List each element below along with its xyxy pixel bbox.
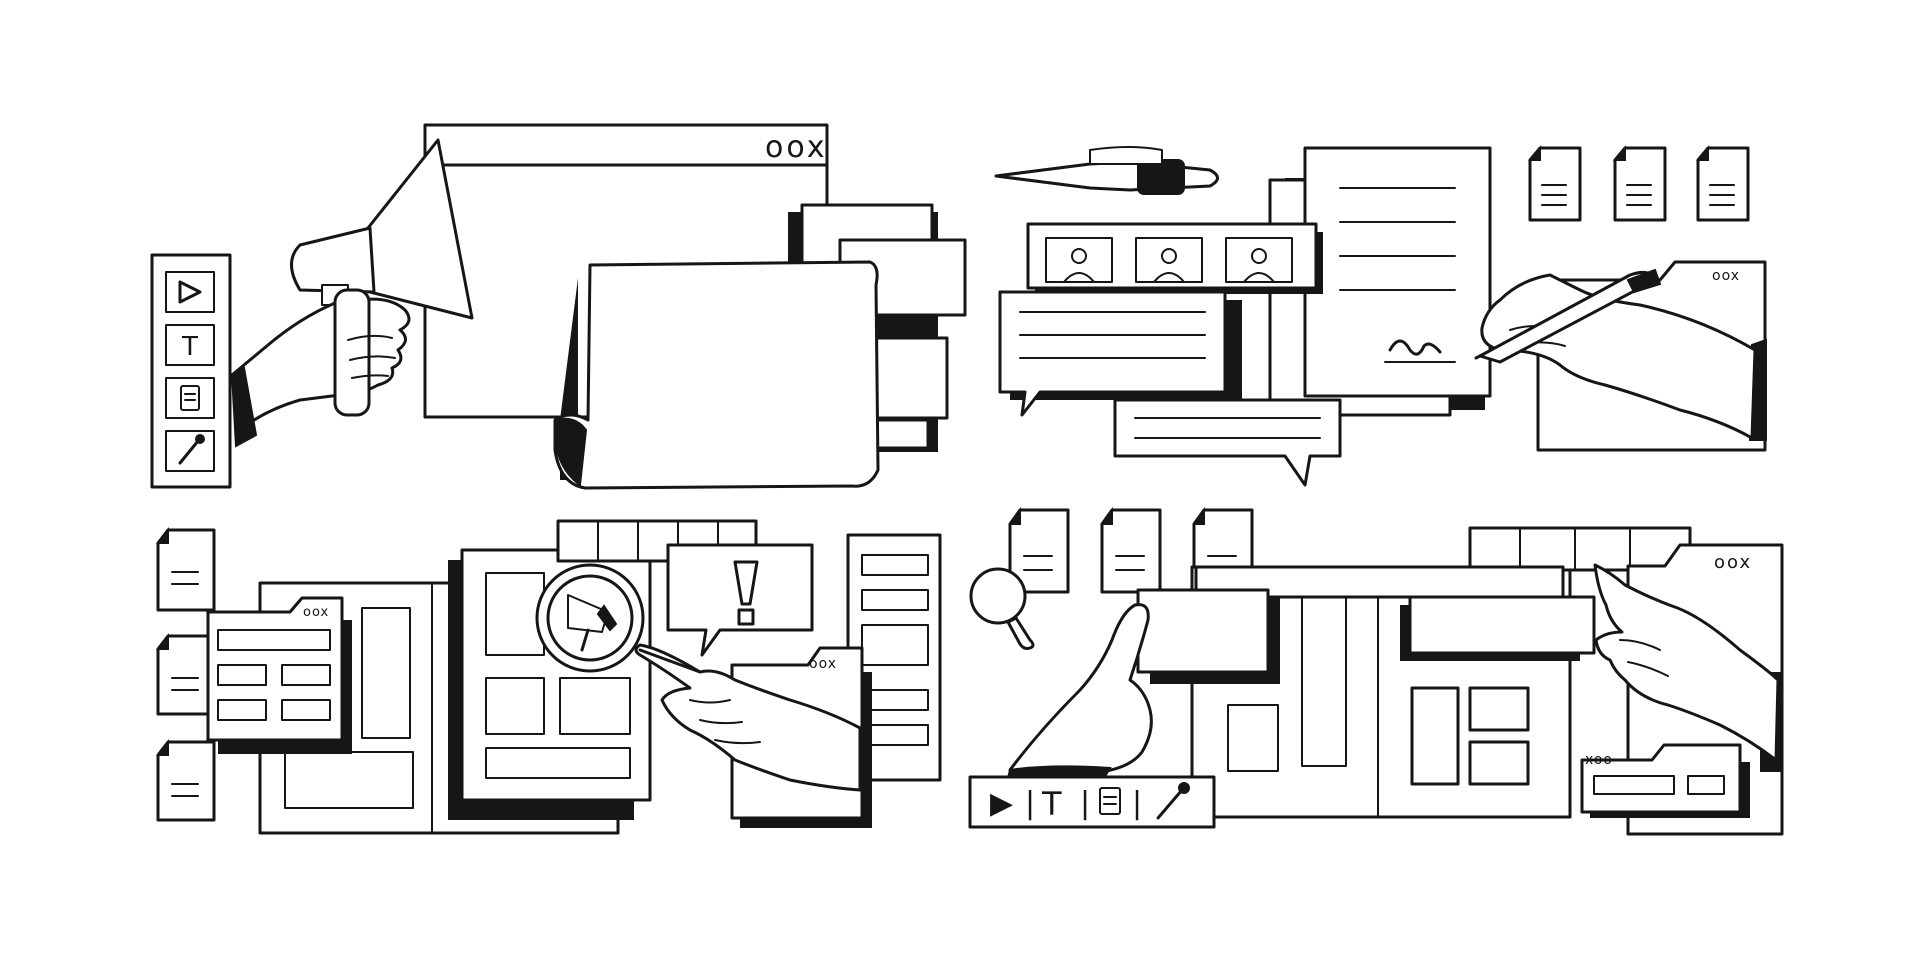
magnifier-icon[interactable] (969, 567, 1035, 650)
window-controls[interactable]: oox (1712, 268, 1740, 284)
eyedropper-icon (178, 434, 205, 465)
panel-dashboard: oox (155, 519, 942, 835)
signature-icon (1388, 339, 1442, 356)
window-controls[interactable]: oox (1714, 552, 1752, 573)
tool-note-button[interactable] (165, 377, 215, 419)
holding-hand (230, 288, 411, 448)
participant-tile[interactable] (1135, 237, 1203, 283)
contract-document (1268, 146, 1492, 417)
tool-eyedropper-button[interactable] (165, 430, 215, 472)
document-icon (1527, 145, 1582, 222)
participant-tile[interactable] (1225, 237, 1293, 283)
panel-editor: oox xoo (968, 506, 1784, 836)
text-icon[interactable]: T (1041, 785, 1062, 823)
panel-signature: oox (994, 145, 1767, 487)
person-icon (1243, 248, 1275, 283)
pen-icon (994, 146, 1219, 195)
eyedropper-icon[interactable] (1156, 782, 1190, 820)
document-icon (1008, 506, 1070, 594)
window-controls[interactable]: oox (765, 130, 828, 165)
toolbar-divider: | (1132, 786, 1142, 821)
play-icon[interactable]: ▶ (990, 786, 1013, 821)
document-icon (155, 633, 216, 716)
megaphone-icon (567, 594, 618, 652)
note-icon[interactable] (1099, 787, 1121, 815)
person-icon (1063, 248, 1095, 283)
video-call-strip (1026, 222, 1323, 294)
signing-hand (1474, 268, 1757, 440)
note-icon (180, 385, 200, 411)
document-icon (1695, 145, 1750, 222)
dragged-card[interactable] (1136, 588, 1280, 684)
window-controls[interactable]: oox (303, 605, 329, 620)
document-icon (1100, 506, 1162, 594)
pointing-hand (1006, 603, 1153, 780)
document-icon (155, 527, 216, 612)
exclamation-icon (733, 560, 759, 626)
scroll-document (553, 260, 880, 490)
alert-bubble (666, 543, 814, 657)
megaphone-badge[interactable] (535, 563, 645, 673)
mini-window: xoo (1580, 743, 1750, 818)
document-icon (155, 739, 216, 822)
toolbar-divider: | (1080, 786, 1090, 821)
tab-strip (556, 519, 758, 563)
document-icon (1612, 145, 1667, 222)
window-controls[interactable]: oox (809, 656, 837, 672)
table-window: oox (206, 596, 352, 754)
tool-play-button[interactable] (165, 271, 215, 313)
dragged-card[interactable] (1400, 595, 1596, 661)
horizontal-toolbar: ▶ | T | | (968, 775, 1216, 829)
play-icon (178, 280, 202, 304)
tool-text-button[interactable]: T (165, 324, 215, 366)
participant-tile[interactable] (1045, 237, 1113, 283)
grabbing-hand (1593, 563, 1780, 762)
speech-bubble-icon (1113, 398, 1342, 487)
toolbar-divider: | (1025, 786, 1035, 821)
panel-megaphone: T oox (150, 123, 967, 490)
speech-bubble-icon (998, 290, 1242, 417)
pointing-hand (634, 643, 862, 792)
tab-strip (1468, 526, 1692, 572)
window-controls[interactable]: xoo (1585, 752, 1613, 768)
person-icon (1153, 248, 1185, 283)
megaphone-icon (290, 138, 474, 320)
vertical-toolbar: T (150, 253, 232, 489)
text-icon: T (181, 332, 198, 362)
